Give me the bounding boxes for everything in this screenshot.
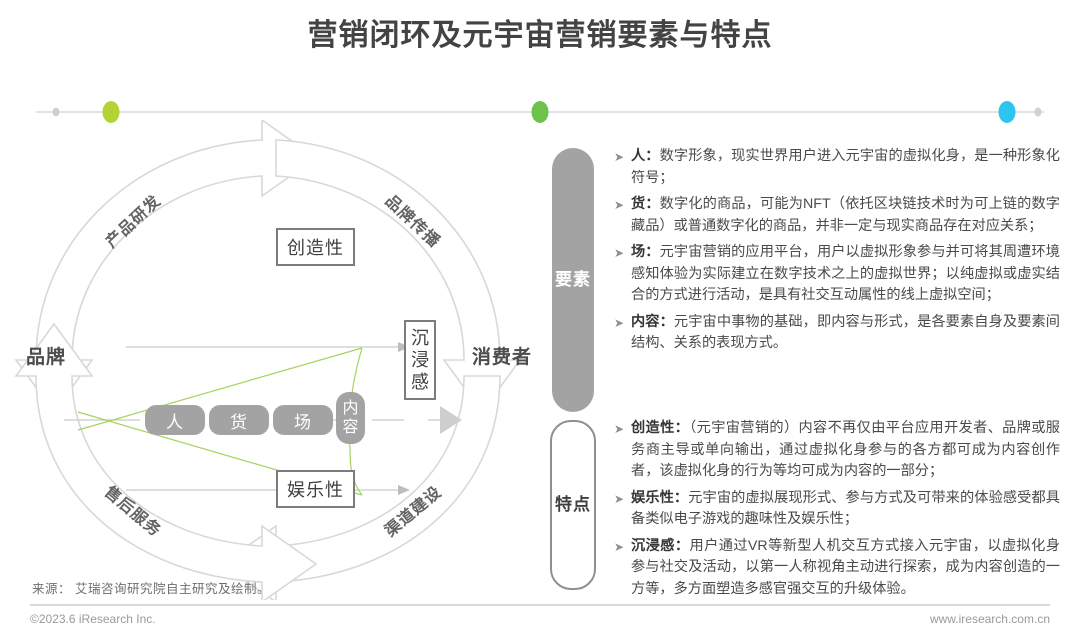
dot-yellow-green [102,101,120,123]
bullet-term: 场： [631,244,660,260]
node-label-consumer: 消费者 [472,347,533,368]
bullet-item: ➤ 沉浸感：用户通过VR等新型人机交互方式接入元宇宙，以虚拟化身参与社交及活动，以… [614,536,1060,601]
footer-divider [30,604,1050,606]
bullet-item: ➤ 娱乐性：元宇宙的虚拟展现形式、参与方式及可带来的体验感受都具备类似电子游戏的趣… [614,488,1060,531]
node-label-brand: 品牌 [26,347,67,368]
footer-website[interactable]: www.iresearch.com.cn [929,612,1050,626]
bullet-text: （元宇宙营销的）内容不再仅由平台应用开发者、品牌或服务商主导或单向输出，通过虚拟… [631,420,1060,479]
bullet-text: 元宇宙中事物的基础，即内容与形式，是各要素自身及要素间结构、关系的表现方式。 [631,313,1060,352]
bullet-list-features: ➤ 创造性：（元宇宙营销的）内容不再仅由平台应用开发者、品牌或服务商主导或单向输出… [614,418,1060,605]
source-note: 来源： 艾瑞咨询研究院自主研究及绘制。 [32,582,270,596]
arc-after-sales [14,322,318,604]
bullet-marker-icon: ➤ [614,491,625,506]
bullet-term: 娱乐性： [631,489,689,506]
dot-cyan [998,101,1016,123]
bullet-term: 内容： [631,313,674,330]
bullet-text: 数字形象，现实世界用户进入元宇宙的虚拟化身，是一种形象化符号； [631,148,1060,186]
pill-content: 内容 [336,392,365,444]
dot-left-small [52,107,60,117]
pill-people: 人 [145,405,205,435]
bullet-text: 用户通过VR等新型人机交互方式接入元宇宙，以虚拟化身参与社交及活动，以第一人称视… [631,537,1060,597]
connector-entertainment-arrowhead [398,485,410,495]
page-title: 营销闭环及元宇宙营销要素与特点 [307,19,773,52]
bullet-marker-icon: ➤ [614,150,625,164]
bullet-item: ➤ 内容：元宇宙中事物的基础，即内容与形式，是各要素自身及要素间结构、关系的表现方… [614,312,1060,355]
bullet-marker-icon: ➤ [614,246,625,260]
bullet-marker-icon: ➤ [614,198,625,212]
bullet-item: ➤ 创造性：（元宇宙营销的）内容不再仅由平台应用开发者、品牌或服务商主导或单向输出… [614,418,1060,483]
box-creativity: 创造性 [276,228,355,266]
pill-goods: 货 [209,405,269,435]
arc-channel-building [220,375,501,604]
bullet-marker-icon: ➤ [614,315,625,330]
bullet-marker-icon: ➤ [614,422,625,436]
bullet-term: 货： [631,196,660,212]
loop-arrows-svg: .arc { fill:#ffffff; stroke:#d8d8d8; str… [14,118,522,604]
green-line-creativity [77,347,363,431]
bullet-text: 元宇宙营销的应用平台，用户以虚拟形象参与并可将其周遭环境感知体验为实际建立在数字… [631,244,1060,303]
bullet-term: 沉浸感： [631,537,690,554]
marketing-loop-diagram: .arc { fill:#ffffff; stroke:#d8d8d8; str… [0,118,612,604]
dot-green [531,101,549,123]
bullet-text: 数字化的商品，可能为NFT（依托区块链技术时为可上链的数字藏品）或普通数字化的商… [631,196,1060,234]
bullet-item: ➤ 场：元宇宙营销的应用平台，用户以虚拟形象参与并可将其周遭环境感知体验为实际建立… [614,242,1060,307]
box-entertainment: 娱乐性 [276,470,355,508]
bullet-term: 创造性： [631,420,690,436]
box-immersion: 沉浸感 [404,320,436,400]
arc-brand-communication [275,139,522,414]
footer-copyright: ©2023.6 iResearch Inc. [30,612,156,626]
pill-place: 场 [273,405,333,435]
section-pill-features: 特点 [550,420,596,590]
dot-right-small [1034,107,1042,117]
bullet-item: ➤ 人：数字形象，现实世界用户进入元宇宙的虚拟化身，是一种形象化符号； [614,146,1060,189]
decorative-dot-rule [36,101,1044,123]
bullet-text: 元宇宙的虚拟展现形式、参与方式及可带来的体验感受都具备类似电子游戏的趣味性及娱乐… [631,489,1060,528]
section-pill-elements: 要素 [552,148,594,412]
bullet-item: ➤ 货：数字化的商品，可能为NFT（依托区块链技术时为可上链的数字藏品）或普通数字… [614,194,1060,237]
bullet-marker-icon: ➤ [614,539,625,554]
bullet-list-elements: ➤ 人：数字形象，现实世界用户进入元宇宙的虚拟化身，是一种形象化符号； ➤ 货：数字化… [614,146,1060,360]
bullet-term: 人： [631,148,660,164]
arrow-to-consumer [440,406,462,434]
